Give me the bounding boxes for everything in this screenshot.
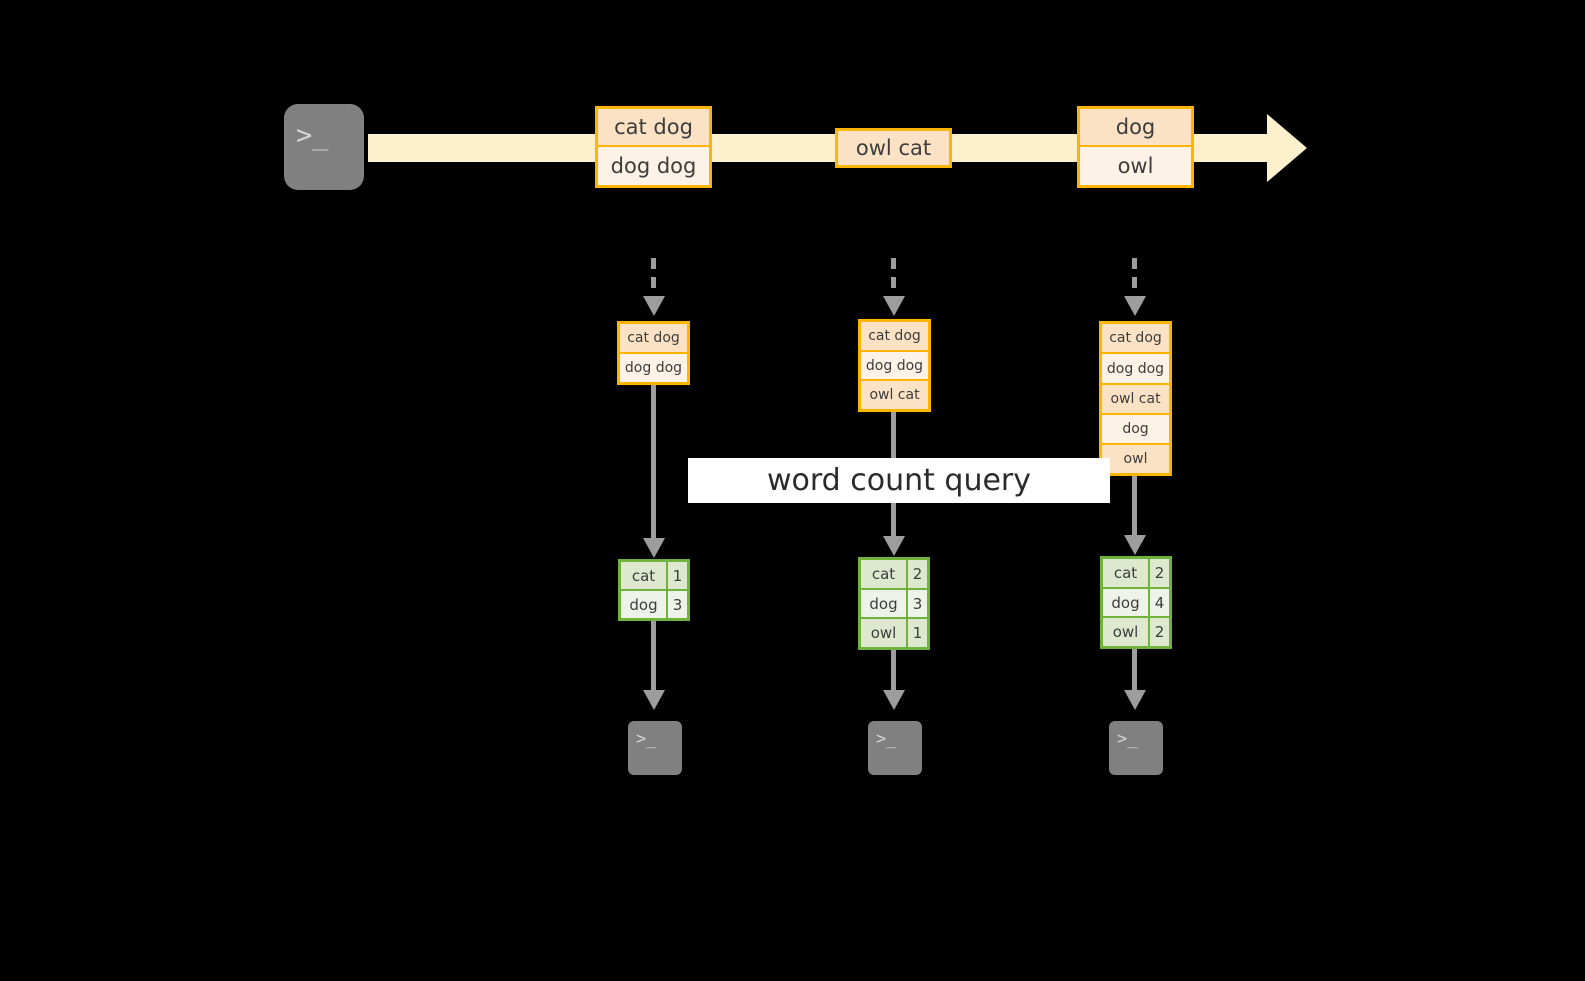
query-banner: word count query xyxy=(688,458,1110,503)
sink-arrow-icon-col2 xyxy=(883,690,905,710)
query-arrow-icon-col3 xyxy=(1124,535,1146,555)
ingest-dashed-line-col1 xyxy=(651,258,656,296)
stream-record: dog owl xyxy=(1077,106,1194,188)
result-word: cat xyxy=(861,560,908,588)
buffer-line: dog xyxy=(1102,415,1169,445)
buffer-line: dog dog xyxy=(620,354,687,382)
query-banner-label: word count query xyxy=(766,463,1032,498)
result-count: 2 xyxy=(1150,559,1169,587)
result-count: 2 xyxy=(908,560,927,588)
result-word: dog xyxy=(1103,588,1150,617)
result-row: cat 2 xyxy=(861,560,927,590)
sink-arrow-icon-col3 xyxy=(1124,690,1146,710)
buffer-line: owl cat xyxy=(861,381,928,409)
result-row: dog 3 xyxy=(861,589,927,620)
buffer-line: dog dog xyxy=(1102,354,1169,385)
sink-terminal-icon-col1: >_ xyxy=(620,713,690,783)
result-table-col3: cat 2 dog 4 owl 2 xyxy=(1100,556,1172,649)
stream-record-line: cat dog xyxy=(598,109,709,147)
result-count: 3 xyxy=(908,589,927,618)
sink-line-col3 xyxy=(1132,649,1137,693)
query-arrow-icon-col1 xyxy=(643,538,665,558)
result-count: 4 xyxy=(1150,588,1169,617)
result-row: dog 4 xyxy=(1103,588,1169,619)
buffer-line: owl xyxy=(1102,445,1169,473)
dashed-down-arrow-icon-col3 xyxy=(1124,296,1146,316)
buffer-line: dog dog xyxy=(861,352,928,381)
sink-terminal-icon-col2: >_ xyxy=(860,713,930,783)
query-line-col1 xyxy=(651,385,656,543)
result-word: owl xyxy=(861,619,908,648)
result-count: 2 xyxy=(1150,618,1169,647)
buffer-line: cat dog xyxy=(861,322,928,352)
stream-arrow-icon xyxy=(1267,114,1307,182)
result-word: dog xyxy=(621,591,668,618)
result-table-col1: cat 1 dog 3 xyxy=(618,559,690,621)
result-row: dog 3 xyxy=(621,591,687,618)
sink-line-col1 xyxy=(651,621,656,693)
ingest-dashed-line-col3 xyxy=(1132,258,1137,296)
result-count: 1 xyxy=(668,562,687,589)
terminal-prompt-glyph: >_ xyxy=(876,729,897,749)
sink-terminal-icon-col3: >_ xyxy=(1101,713,1171,783)
result-row: owl 2 xyxy=(1103,618,1169,647)
buffer-line: cat dog xyxy=(620,324,687,354)
buffer-stack-col2: cat dog dog dog owl cat xyxy=(858,319,931,412)
sink-arrow-icon-col1 xyxy=(643,690,665,710)
result-row: cat 2 xyxy=(1103,559,1169,589)
result-word: owl xyxy=(1103,618,1150,647)
result-word: cat xyxy=(621,562,668,589)
result-count: 1 xyxy=(908,619,927,648)
stream-record-line: dog xyxy=(1080,109,1191,147)
stream-record: cat dog dog dog xyxy=(595,106,712,188)
buffer-line: owl cat xyxy=(1102,385,1169,415)
buffer-stack-col1: cat dog dog dog xyxy=(617,321,690,385)
result-row: owl 1 xyxy=(861,619,927,648)
source-terminal-icon: >_ xyxy=(276,96,372,198)
terminal-prompt-glyph: >_ xyxy=(636,729,657,749)
query-line-col3 xyxy=(1132,476,1137,540)
result-count: 3 xyxy=(668,591,687,618)
buffer-stack-col3: cat dog dog dog owl cat dog owl xyxy=(1099,321,1172,476)
result-word: cat xyxy=(1103,559,1150,587)
buffer-line: cat dog xyxy=(1102,324,1169,354)
stream-record: owl cat xyxy=(835,128,952,168)
sink-line-col2 xyxy=(891,650,896,693)
query-arrow-icon-col2 xyxy=(883,536,905,556)
terminal-prompt-glyph: >_ xyxy=(296,120,329,151)
result-row: cat 1 xyxy=(621,562,687,591)
ingest-dashed-line-col2 xyxy=(891,258,896,296)
stream-record-line: dog dog xyxy=(598,147,709,185)
terminal-prompt-glyph: >_ xyxy=(1117,729,1138,749)
dashed-down-arrow-icon-col1 xyxy=(643,296,665,316)
result-word: dog xyxy=(861,589,908,618)
stream-record-line: owl cat xyxy=(838,131,949,165)
dashed-down-arrow-icon-col2 xyxy=(883,296,905,316)
stream-record-line: owl xyxy=(1080,147,1191,185)
result-table-col2: cat 2 dog 3 owl 1 xyxy=(858,557,930,650)
